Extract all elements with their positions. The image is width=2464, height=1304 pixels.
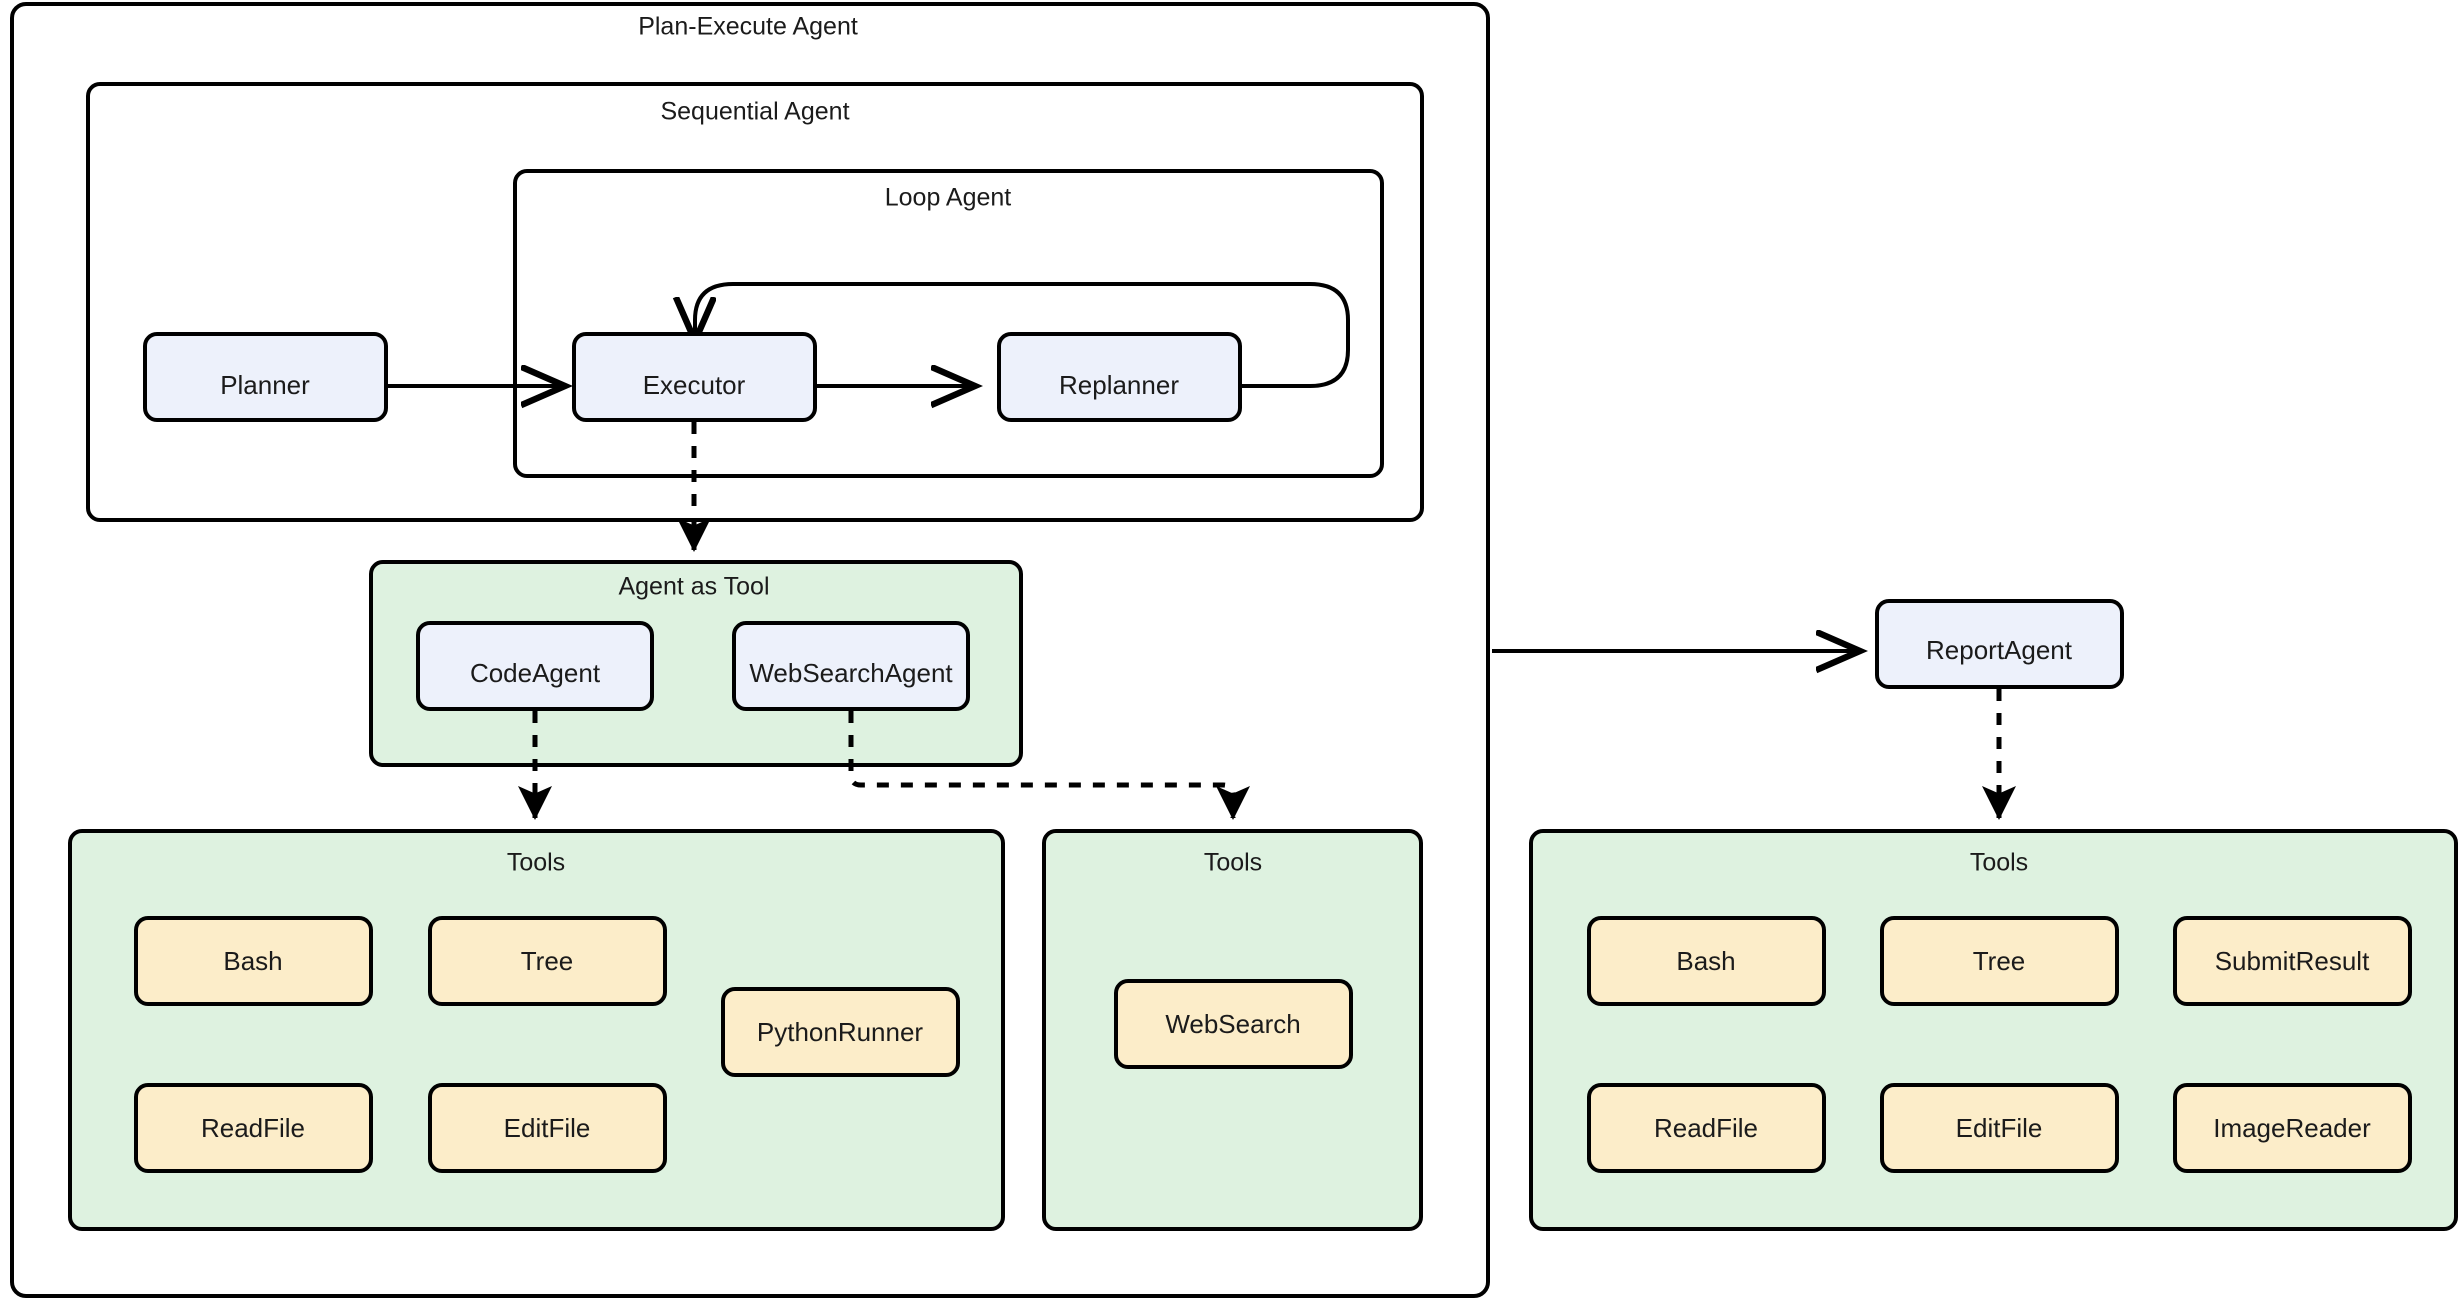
tool-image-reader[interactable]: ImageReader [2173,1083,2412,1173]
plan-execute-agent-label: Plan-Execute Agent [638,13,858,41]
node-executor[interactable]: Executor [572,332,817,422]
group-agent-as-tool: Agent as Tool CodeAgent WebSearchAgent [369,560,1023,767]
python-runner-box[interactable] [721,987,960,1077]
node-replanner[interactable]: Replanner [997,332,1242,422]
tools-websearch-label: Tools [1204,849,1262,877]
tree-box[interactable] [1880,916,2119,1006]
read-file-box[interactable] [134,1083,373,1173]
tool-edit-file[interactable]: EditFile [428,1083,667,1173]
executor-box[interactable] [572,332,817,422]
python-runner-label: PythonRunner [757,1017,924,1047]
bash-box[interactable] [1587,916,1826,1006]
tree-label: Tree [1973,946,2026,976]
node-code-agent[interactable]: CodeAgent [416,621,654,711]
node-planner[interactable]: Planner [143,332,388,422]
container-loop-agent: Loop Agent [513,169,1384,478]
planner-label: Planner [220,370,310,400]
group-tools-code: Tools Bash Tree PythonRunner ReadFile Ed… [68,829,1005,1231]
read-file-label: ReadFile [1654,1113,1758,1143]
bash-label: Bash [1676,946,1735,976]
image-reader-box[interactable] [2173,1083,2412,1173]
edit-file-box[interactable] [1880,1083,2119,1173]
submit-result-label: SubmitResult [2215,946,2370,976]
tree-box[interactable] [428,916,667,1006]
executor-label: Executor [643,370,746,400]
loop-agent-boundary [513,169,1384,478]
image-reader-label: ImageReader [2213,1113,2371,1143]
node-report-agent[interactable]: ReportAgent [1875,599,2124,689]
planner-box[interactable] [143,332,388,422]
web-search-agent-label: WebSearchAgent [749,658,953,688]
agent-as-tool-label: Agent as Tool [618,573,769,601]
read-file-label: ReadFile [201,1113,305,1143]
edit-file-label: EditFile [504,1113,591,1143]
tool-read-file[interactable]: ReadFile [134,1083,373,1173]
report-agent-label: ReportAgent [1926,635,2073,665]
edge-replanner-loop-to-executor [695,282,1350,388]
tool-edit-file[interactable]: EditFile [1880,1083,2119,1173]
edit-file-label: EditFile [1956,1113,2043,1143]
code-agent-box[interactable] [416,621,654,711]
replanner-label: Replanner [1059,370,1179,400]
web-search-agent-box[interactable] [732,621,970,711]
bash-label: Bash [223,946,282,976]
tool-read-file[interactable]: ReadFile [1587,1083,1826,1173]
read-file-box[interactable] [1587,1083,1826,1173]
tree-label: Tree [521,946,574,976]
tool-python-runner[interactable]: PythonRunner [721,987,960,1077]
tools-report-label: Tools [1970,849,2028,877]
submit-result-box[interactable] [2173,916,2412,1006]
tool-bash[interactable]: Bash [134,916,373,1006]
web-search-box[interactable] [1114,979,1353,1069]
tool-bash[interactable]: Bash [1587,916,1826,1006]
tool-tree[interactable]: Tree [428,916,667,1006]
tools-code-label: Tools [507,849,565,877]
sequential-agent-label: Sequential Agent [660,98,849,126]
code-agent-label: CodeAgent [470,658,601,688]
tool-tree[interactable]: Tree [1880,916,2119,1006]
group-tools-report: Tools Bash Tree SubmitResult ReadFile Ed… [1529,829,2458,1231]
node-web-search-agent[interactable]: WebSearchAgent [732,621,970,711]
report-agent-box[interactable] [1875,599,2124,689]
bash-box[interactable] [134,916,373,1006]
loop-agent-label: Loop Agent [885,184,1012,212]
tool-web-search[interactable]: WebSearch [1114,979,1353,1069]
replanner-box[interactable] [997,332,1242,422]
tool-submit-result[interactable]: SubmitResult [2173,916,2412,1006]
group-tools-websearch: Tools WebSearch [1042,829,1423,1231]
edit-file-box[interactable] [428,1083,667,1173]
web-search-label: WebSearch [1165,1009,1300,1039]
